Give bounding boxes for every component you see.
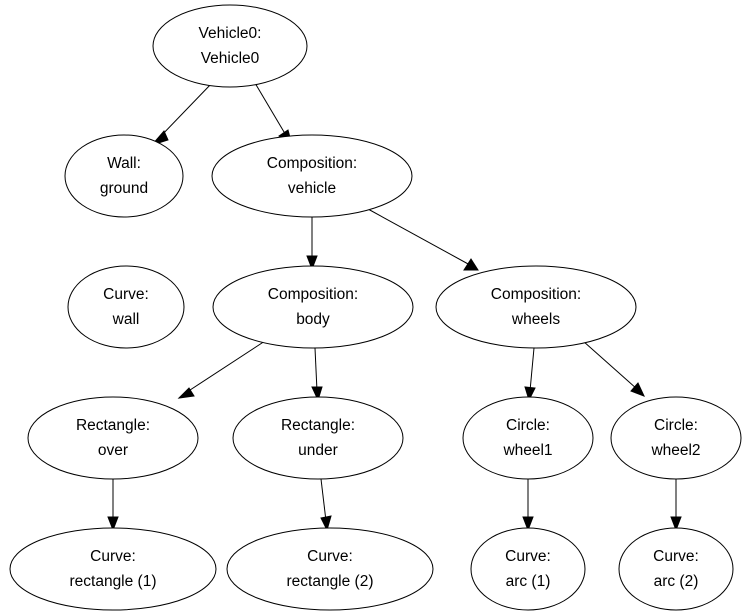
node-label-name: vehicle bbox=[288, 180, 336, 197]
node-ellipse[interactable] bbox=[211, 134, 413, 218]
arrowhead-icon bbox=[311, 386, 323, 402]
graph-node-wall_ground[interactable]: Wall: ground bbox=[64, 134, 184, 218]
node-label-type: Circle: bbox=[506, 417, 550, 434]
node-ellipse[interactable] bbox=[152, 4, 308, 88]
arrowhead-icon bbox=[320, 515, 332, 532]
graph-edge-rectangle_under-to-curve_rectangle_2 bbox=[320, 478, 332, 532]
node-ellipse[interactable] bbox=[610, 396, 742, 480]
node-label-name: ground bbox=[100, 180, 148, 197]
node-ellipse[interactable] bbox=[470, 527, 586, 611]
graph-node-vehicle0[interactable]: Vehicle0: Vehicle0 bbox=[152, 4, 308, 88]
node-label-type: Wall: bbox=[107, 155, 141, 172]
graph-edge-composition_vehicle-to-composition_wheels bbox=[367, 208, 479, 271]
graph-edge-composition_body-to-rectangle_under bbox=[311, 347, 323, 402]
node-label-name: rectangle (1) bbox=[69, 573, 156, 590]
node-label-name: arc (2) bbox=[654, 573, 699, 590]
graph-node-circle_wheel2[interactable]: Circle: wheel2 bbox=[610, 396, 742, 480]
node-ellipse[interactable] bbox=[462, 396, 594, 480]
graph-edge-circle_wheel1-to-curve_arc_1 bbox=[522, 479, 534, 532]
arrowhead-icon bbox=[177, 387, 195, 399]
node-label-type: Curve: bbox=[103, 286, 149, 303]
arrowhead-icon bbox=[522, 516, 534, 532]
node-label-type: Composition: bbox=[491, 286, 581, 303]
arrowhead-icon bbox=[107, 516, 119, 532]
arrowhead-icon bbox=[463, 258, 479, 271]
graph-edge-composition_wheels-to-circle_wheel2 bbox=[582, 340, 645, 397]
edge-line bbox=[367, 208, 471, 266]
node-label-name: body bbox=[296, 311, 330, 328]
graph-edge-vehicle0-to-composition_vehicle bbox=[254, 82, 293, 147]
node-label-type: Rectangle: bbox=[76, 417, 150, 434]
node-ellipse[interactable] bbox=[67, 265, 185, 349]
node-label-type: Curve: bbox=[307, 548, 353, 565]
graph-edge-composition_wheels-to-circle_wheel1 bbox=[524, 347, 536, 402]
graph-node-curve_arc_1[interactable]: Curve: arc (1) bbox=[470, 527, 586, 611]
node-label-name: rectangle (2) bbox=[286, 573, 373, 590]
node-ellipse[interactable] bbox=[232, 396, 404, 480]
graph-node-curve_arc_2[interactable]: Curve: arc (2) bbox=[618, 527, 734, 611]
node-label-type: Composition: bbox=[268, 286, 358, 303]
node-ellipse[interactable] bbox=[435, 265, 637, 349]
graph-node-rectangle_over[interactable]: Rectangle: over bbox=[27, 396, 199, 480]
graph-node-rectangle_under[interactable]: Rectangle: under bbox=[232, 396, 404, 480]
node-label-name: Vehicle0 bbox=[201, 50, 260, 67]
graph-edge-composition_body-to-rectangle_over bbox=[177, 340, 266, 399]
node-ellipse[interactable] bbox=[9, 527, 217, 611]
arrowhead-icon bbox=[670, 516, 682, 532]
node-label-name: arc (1) bbox=[506, 573, 551, 590]
nodes-layer: Vehicle0:Vehicle0Wall:groundComposition:… bbox=[9, 4, 742, 611]
arrowhead-icon bbox=[306, 255, 318, 271]
edge-line bbox=[529, 347, 535, 392]
graph-node-curve_rectangle_2[interactable]: Curve: rectangle (2) bbox=[226, 527, 434, 611]
graph-node-composition_vehicle[interactable]: Composition: vehicle bbox=[211, 134, 413, 218]
node-ellipse[interactable] bbox=[226, 527, 434, 611]
graph-node-curve_wall[interactable]: Curve: wall bbox=[67, 265, 185, 349]
node-label-type: Composition: bbox=[267, 155, 357, 172]
node-label-name: wheels bbox=[511, 311, 560, 328]
edge-line bbox=[582, 340, 638, 390]
node-label-type: Rectangle: bbox=[281, 417, 355, 434]
node-label-name: over bbox=[98, 442, 128, 459]
node-label-type: Circle: bbox=[654, 417, 698, 434]
node-ellipse[interactable] bbox=[64, 134, 184, 218]
arrowhead-icon bbox=[630, 382, 645, 397]
node-label-name: wall bbox=[112, 311, 140, 328]
node-label-type: Curve: bbox=[653, 548, 699, 565]
graph-edge-circle_wheel2-to-curve_arc_2 bbox=[670, 479, 682, 532]
graph-edge-composition_vehicle-to-curve_wall bbox=[306, 217, 318, 271]
edge-line bbox=[314, 347, 318, 392]
node-label-name: under bbox=[298, 442, 338, 459]
graph-node-composition_body[interactable]: Composition: body bbox=[212, 265, 414, 349]
node-ellipse[interactable] bbox=[618, 527, 734, 611]
edge-line bbox=[186, 340, 266, 393]
graph-node-composition_wheels[interactable]: Composition: wheels bbox=[435, 265, 637, 349]
node-label-name: wheel1 bbox=[502, 442, 552, 459]
arrowhead-icon bbox=[524, 386, 536, 402]
graph-edge-rectangle_over-to-curve_rectangle_1 bbox=[107, 479, 119, 532]
node-label-name: wheel2 bbox=[650, 442, 700, 459]
node-ellipse[interactable] bbox=[27, 396, 199, 480]
node-label-type: Curve: bbox=[505, 548, 551, 565]
node-label-type: Curve: bbox=[90, 548, 136, 565]
graph-edge-vehicle0-to-wall_ground bbox=[150, 82, 213, 146]
edge-line bbox=[158, 82, 213, 139]
node-ellipse[interactable] bbox=[212, 265, 414, 349]
edge-line bbox=[254, 82, 288, 138]
graph-node-curve_rectangle_1[interactable]: Curve: rectangle (1) bbox=[9, 527, 217, 611]
graph-node-circle_wheel1[interactable]: Circle: wheel1 bbox=[462, 396, 594, 480]
node-label-type: Vehicle0: bbox=[199, 25, 262, 42]
edge-line bbox=[320, 478, 327, 522]
